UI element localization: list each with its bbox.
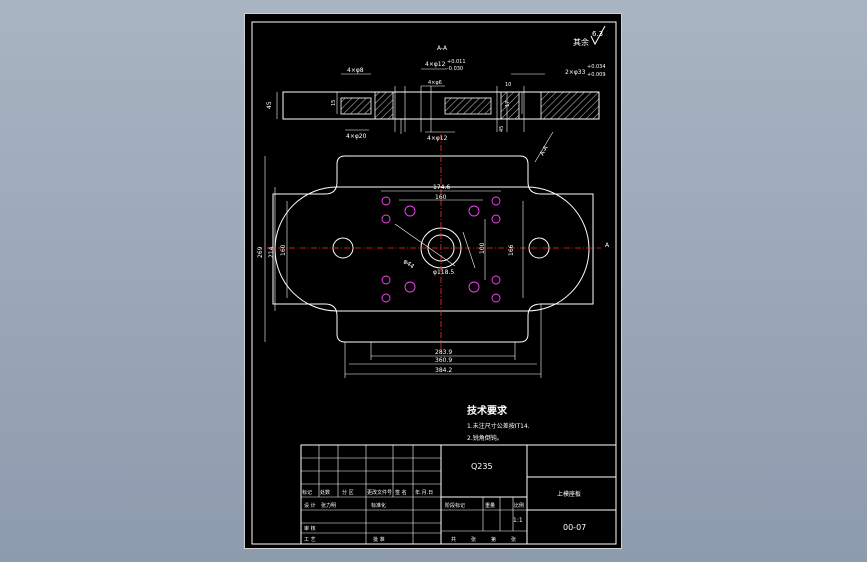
roughness-symbol: 其余 6.3 — [573, 25, 606, 47]
svg-text:166: 166 — [508, 244, 515, 256]
svg-text:标准化: 标准化 — [371, 502, 386, 509]
svg-text:技术要求: 技术要求 — [467, 404, 508, 417]
svg-text:10: 10 — [505, 82, 511, 88]
svg-text:φ118.5: φ118.5 — [433, 269, 454, 276]
plan-view: 174.6 160 269 214 160 100 166 283.9 360.… — [257, 131, 610, 378]
cad-drawing: 其余 6.3 A-A 4×φ8 4×φ12 +0.011 — [251, 21, 617, 545]
svg-text:269: 269 — [257, 246, 264, 258]
svg-text:工 艺: 工 艺 — [304, 537, 316, 543]
svg-text:A-A: A-A — [539, 144, 551, 157]
technical-requirements: 技术要求 1.未注尺寸公差按IT14. 2.锐角倒钝。 — [467, 404, 530, 442]
svg-text:比例: 比例 — [514, 502, 524, 509]
scale-value: 1:1 — [513, 517, 523, 524]
svg-text:更改文件号: 更改文件号 — [367, 489, 392, 496]
svg-text:签 名: 签 名 — [395, 489, 407, 496]
svg-text:第: 第 — [491, 536, 496, 543]
drawing-sheet: 其余 6.3 A-A 4×φ8 4×φ12 +0.011 — [244, 13, 622, 549]
svg-text:阶段标记: 阶段标记 — [445, 502, 465, 509]
svg-text:45: 45 — [266, 101, 273, 109]
svg-text:-0.030: -0.030 — [447, 66, 463, 72]
svg-text:φ44: φ44 — [402, 258, 416, 270]
drawing-number: 00-07 — [563, 523, 586, 532]
svg-text:160: 160 — [280, 244, 287, 256]
svg-text:2.锐角倒钝。: 2.锐角倒钝。 — [467, 434, 503, 442]
svg-text:A: A — [605, 242, 610, 249]
svg-text:2×φ33: 2×φ33 — [565, 69, 586, 76]
title-block: Q235 上模座板 00-07 1:1 标记 处数 分 区 更改文件号 签 名 … — [300, 444, 617, 545]
svg-text:4×φ20: 4×φ20 — [346, 133, 367, 140]
svg-text:4×φ12: 4×φ12 — [427, 135, 448, 142]
svg-text:15: 15 — [331, 100, 337, 106]
svg-text:100: 100 — [479, 242, 486, 254]
svg-text:处数: 处数 — [320, 489, 330, 496]
guide-holes — [381, 196, 501, 303]
svg-text:张力明: 张力明 — [321, 502, 336, 509]
svg-text:17: 17 — [505, 101, 511, 107]
svg-text:174.6: 174.6 — [433, 184, 450, 191]
svg-text:283.9: 283.9 — [435, 349, 452, 356]
svg-text:160: 160 — [435, 194, 447, 201]
svg-text:1.未注尺寸公差按IT14.: 1.未注尺寸公差按IT14. — [467, 422, 530, 430]
svg-text:+0.034: +0.034 — [587, 64, 606, 70]
svg-text:设 计: 设 计 — [304, 502, 316, 509]
svg-text:6.3: 6.3 — [592, 30, 603, 38]
svg-text:审 核: 审 核 — [304, 525, 316, 532]
svg-text:其余: 其余 — [573, 37, 589, 47]
section-view: A-A 4×φ8 4×φ12 +0.011 -0.030 4×φ6 2×φ33 — [266, 45, 606, 142]
svg-text:214: 214 — [268, 246, 275, 258]
svg-text:+0.011: +0.011 — [447, 59, 466, 65]
svg-text:4×φ12: 4×φ12 — [425, 61, 446, 68]
svg-text:分 区: 分 区 — [342, 489, 354, 496]
svg-text:4×φ6: 4×φ6 — [428, 80, 442, 86]
part-name: 上模座板 — [557, 490, 581, 498]
svg-text:共: 共 — [451, 536, 456, 543]
svg-text:A-A: A-A — [437, 45, 448, 52]
svg-text:批 准: 批 准 — [373, 536, 385, 543]
svg-text:重量: 重量 — [485, 502, 495, 509]
svg-text:45: 45 — [499, 126, 505, 132]
svg-text:年.月.日: 年.月.日 — [415, 489, 433, 496]
svg-text:360.9: 360.9 — [435, 357, 452, 364]
svg-text:标记: 标记 — [302, 489, 312, 496]
svg-text:张: 张 — [471, 536, 476, 543]
material-label: Q235 — [471, 462, 493, 471]
svg-text:384.2: 384.2 — [435, 367, 452, 374]
svg-text:4×φ8: 4×φ8 — [347, 67, 364, 74]
svg-text:+0.009: +0.009 — [587, 72, 606, 78]
svg-text:张: 张 — [511, 536, 516, 543]
